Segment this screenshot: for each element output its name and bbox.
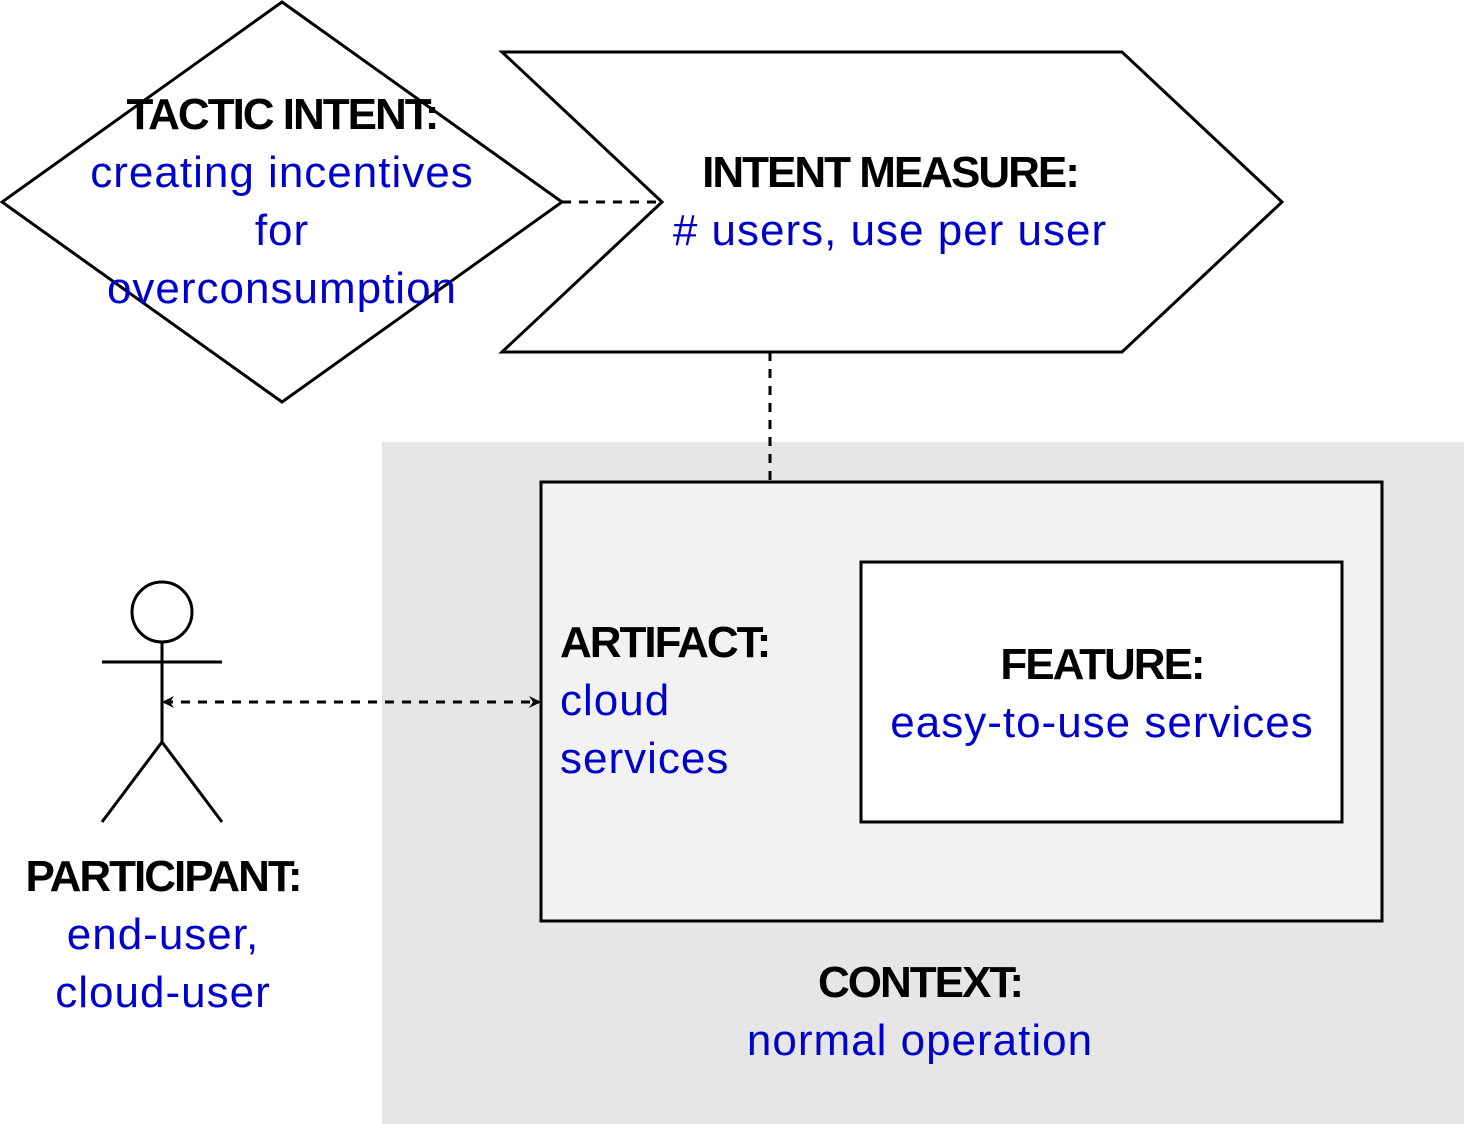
tactic-intent-heading: TACTIC INTENT: (126, 90, 440, 139)
intent-measure-value: # users, use per user (672, 206, 1108, 255)
intent-measure-label: INTENT MEASURE: # users, use per user (590, 144, 1190, 260)
tactic-intent-diamond[interactable] (0, 0, 565, 404)
stick-figure-icon[interactable] (100, 580, 224, 823)
participant-label: PARTICIPANT: end-user, cloud-user (0, 848, 326, 1022)
artifact-label: ARTIFACT: cloud services (560, 614, 850, 788)
tactic-intent-value-line-2: for (254, 206, 310, 255)
participant-value-line-1: end-user, (66, 910, 260, 959)
intent-measure-heading: INTENT MEASURE: (702, 148, 1080, 197)
artifact-value-line-1: cloud (560, 676, 671, 725)
context-value: normal operation (746, 1016, 1094, 1065)
feature-box[interactable] (859, 560, 1344, 824)
artifact-value-line-2: services (560, 734, 730, 783)
feature-heading: FEATURE: (1000, 640, 1205, 689)
context-heading: CONTEXT: (818, 958, 1024, 1007)
context-label: CONTEXT: normal operation (620, 954, 1220, 1070)
intent-measure-chevron[interactable] (498, 50, 1285, 354)
feature-label: FEATURE: easy-to-use services (862, 636, 1342, 752)
participant-heading: PARTICIPANT: (25, 852, 302, 901)
artifact-heading: ARTIFACT: (560, 618, 771, 667)
tactic-intent-value-line-1: creating incentives (90, 148, 474, 197)
feature-value: easy-to-use services (890, 698, 1314, 747)
tactic-intent-label: TACTIC INTENT: creating incentives for o… (32, 86, 532, 318)
participant-value-line-2: cloud-user (55, 968, 271, 1017)
tactic-intent-value-line-3: overconsumption (106, 264, 458, 313)
